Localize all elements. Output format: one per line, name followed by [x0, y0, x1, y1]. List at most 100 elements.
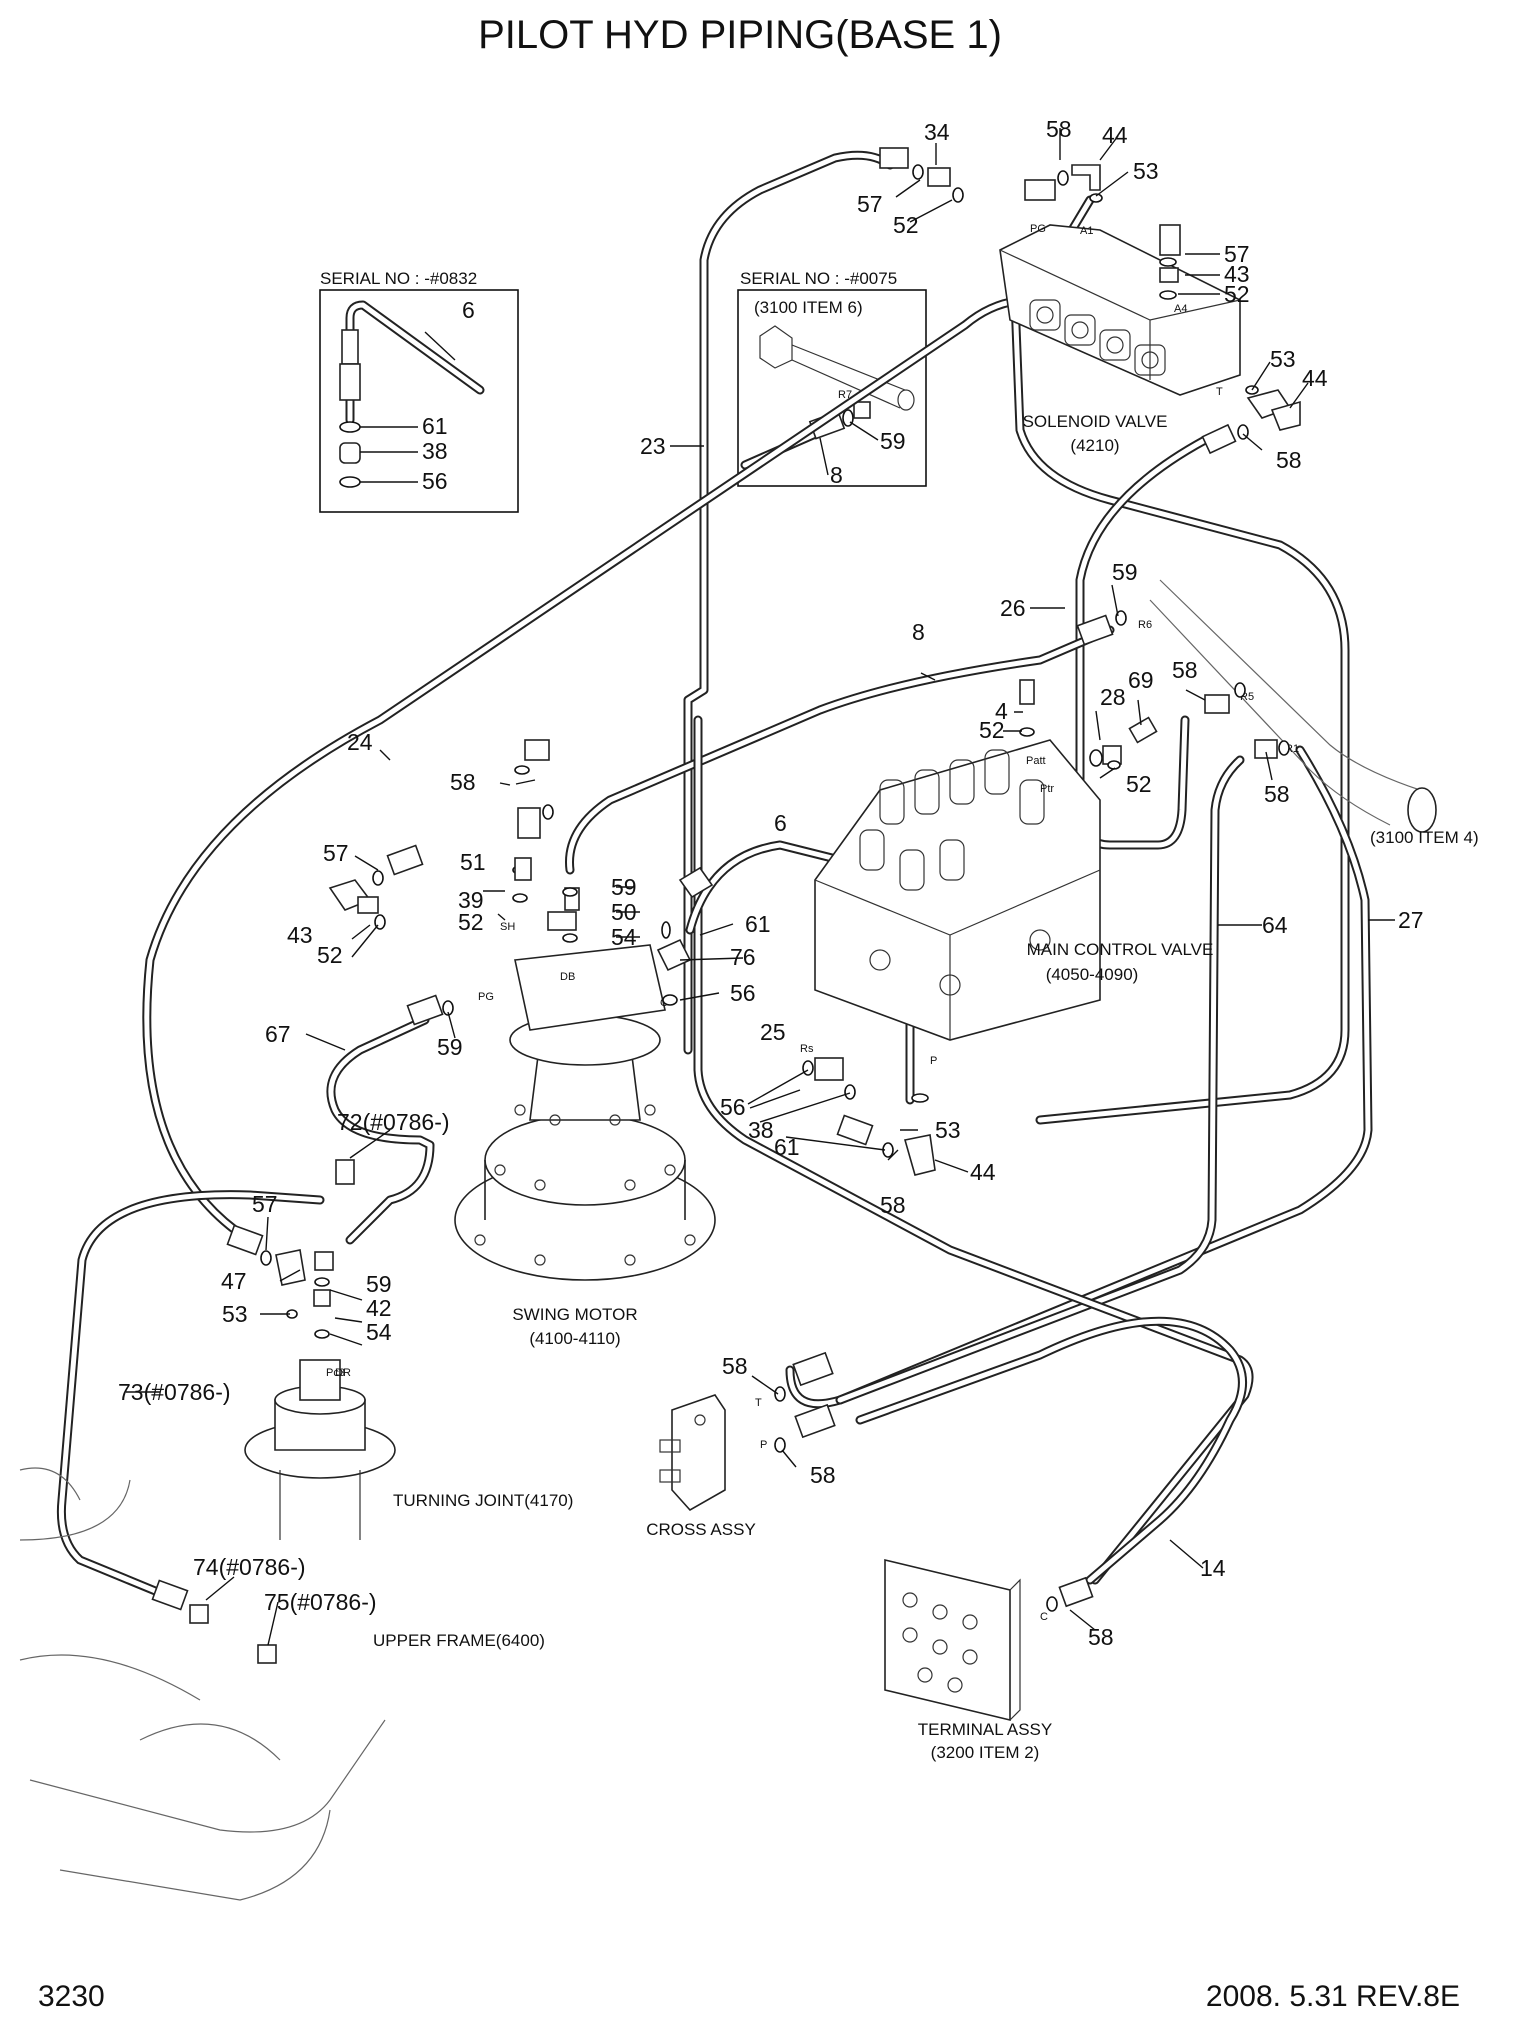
callout-52b: 52	[1224, 281, 1250, 307]
callout-58b: 58	[1276, 447, 1302, 473]
diagram-title: PILOT HYD PIPING(BASE 1)	[478, 13, 1002, 57]
port-dr: Pc3	[326, 1367, 345, 1379]
inset-serial-0075: SERIAL NO : -#0075 (3100 ITEM 6) R7 59 8	[737, 269, 927, 488]
callout-50: 50	[611, 899, 637, 925]
callout-59d: 59	[366, 1271, 392, 1297]
callout-27: 27	[1398, 907, 1424, 933]
callout-44a: 44	[1102, 122, 1128, 148]
callout-34: 34	[924, 119, 950, 145]
solenoid-valve-code: (4210)	[1070, 436, 1119, 455]
swing-motor: SH DB C PG SWING MOTOR (4100-4110)	[454, 921, 716, 1348]
tank-ref: (3100 ITEM 4) R6 R5 R1	[1138, 579, 1479, 847]
port-db: DB	[560, 971, 575, 983]
callout-43a: 43	[1224, 261, 1250, 287]
inset-0075-callout-8: 8	[830, 462, 843, 488]
callout-59b: 59	[611, 874, 637, 900]
port-pg-motor: PG	[478, 991, 494, 1003]
callout-58f: 58	[880, 1192, 906, 1218]
port-p-cross: P	[760, 1439, 767, 1451]
port-t-cross: T	[755, 1397, 762, 1409]
callout-75: 75(#0786-)	[264, 1589, 377, 1615]
callout-58d: 58	[1264, 781, 1290, 807]
inset-0832-callout-6: 6	[462, 297, 475, 323]
fittings	[151, 147, 1301, 1664]
callout-6: 6	[774, 810, 787, 836]
callout-57d: 57	[252, 1191, 278, 1217]
upper-frame-label: UPPER FRAME(6400)	[373, 1631, 545, 1650]
port-p-joint: DR	[335, 1367, 351, 1379]
callout-57c: 57	[323, 840, 349, 866]
callout-26: 26	[1000, 595, 1026, 621]
callout-54b: 54	[366, 1319, 392, 1345]
inset-0075-header: SERIAL NO : -#0075	[740, 269, 897, 288]
cross-assy-name: CROSS ASSY	[646, 1520, 756, 1539]
callout-25: 25	[760, 1019, 786, 1045]
main-control-valve-name: MAIN CONTROL VALVE	[1027, 940, 1214, 959]
callout-44c: 44	[970, 1159, 996, 1185]
callout-53c: 53	[935, 1117, 961, 1143]
callout-labels: 34 58 44 57 52 53 57 43 52 53 44 58 23 2…	[118, 116, 1424, 1650]
cross-assy: T P CROSS ASSY	[646, 1394, 767, 1539]
callout-52a: 52	[893, 212, 919, 238]
callout-53b: 53	[1270, 346, 1296, 372]
callout-52f: 52	[317, 942, 343, 968]
inset-serial-0832: SERIAL NO : -#0832 6 61 38 56	[319, 269, 519, 513]
port-r6: R6	[1138, 619, 1152, 631]
swing-motor-name: SWING MOTOR	[512, 1305, 637, 1324]
callout-53a: 53	[1133, 158, 1159, 184]
callout-61b: 61	[774, 1134, 800, 1160]
callout-58e: 58	[450, 769, 476, 795]
inset-0832-callout-61: 61	[422, 413, 448, 439]
inset-0075-callout-59: 59	[880, 428, 906, 454]
inset-0832-callout-56: 56	[422, 468, 448, 494]
leader-lines	[126, 128, 1395, 1646]
callout-56b: 56	[720, 1094, 746, 1120]
callout-54a: 54	[611, 924, 637, 950]
main-control-valve-code: (4050-4090)	[1046, 965, 1139, 984]
callout-72: 72(#0786-)	[337, 1109, 450, 1135]
callout-57b: 57	[1224, 241, 1250, 267]
terminal-assy: C TERMINAL ASSY (3200 ITEM 2)	[884, 1558, 1052, 1762]
inset-0075-ref: (3100 ITEM 6)	[754, 298, 863, 317]
tank-ref-label: (3100 ITEM 4)	[1370, 828, 1479, 847]
callout-57a: 57	[857, 191, 883, 217]
callout-47: 47	[221, 1268, 247, 1294]
port-ptr: Ptr	[1040, 783, 1054, 795]
callout-56a: 56	[730, 980, 756, 1006]
port-pg-top: PG	[1030, 223, 1046, 235]
port-sh: SH	[500, 921, 515, 933]
solenoid-valve: PG A1 A4 T SOLENOID VALVE (4210)	[999, 223, 1241, 455]
swing-motor-code: (4100-4110)	[529, 1329, 620, 1348]
callout-51: 51	[460, 849, 486, 875]
port-rs: Rs	[800, 1043, 814, 1055]
port-a4: A4	[1174, 303, 1187, 315]
callout-58h: 58	[810, 1462, 836, 1488]
callout-58a: 58	[1046, 116, 1072, 142]
callout-44b: 44	[1302, 365, 1328, 391]
inset-0075-port-r7: R7	[838, 389, 852, 401]
callout-53d: 53	[222, 1301, 248, 1327]
inset-0832-callout-38: 38	[422, 438, 448, 464]
callout-73: 73(#0786-)	[118, 1379, 231, 1405]
port-pc3: P	[930, 1055, 937, 1067]
callout-42: 42	[366, 1295, 392, 1321]
callout-24: 24	[347, 729, 373, 755]
revision-date: 2008. 5.31 REV.8E	[1206, 1980, 1460, 2013]
callout-52e: 52	[458, 909, 484, 935]
callout-4: 4	[995, 698, 1008, 724]
callout-23: 23	[640, 433, 666, 459]
callout-14: 14	[1200, 1555, 1226, 1581]
callout-8: 8	[912, 619, 925, 645]
turning-joint: DR TURNING JOINT(4170)	[244, 1359, 573, 1540]
terminal-assy-code: (3200 ITEM 2)	[931, 1743, 1040, 1762]
callout-52c: 52	[979, 717, 1005, 743]
callout-59a: 59	[1112, 559, 1138, 585]
callout-76: 76	[730, 944, 756, 970]
callout-43b: 43	[287, 922, 313, 948]
callout-28: 28	[1100, 684, 1126, 710]
callout-58c: 58	[1172, 657, 1198, 683]
callout-67: 67	[265, 1021, 291, 1047]
port-a1: A1	[1080, 225, 1093, 237]
inset-0832-header: SERIAL NO : -#0832	[320, 269, 477, 288]
